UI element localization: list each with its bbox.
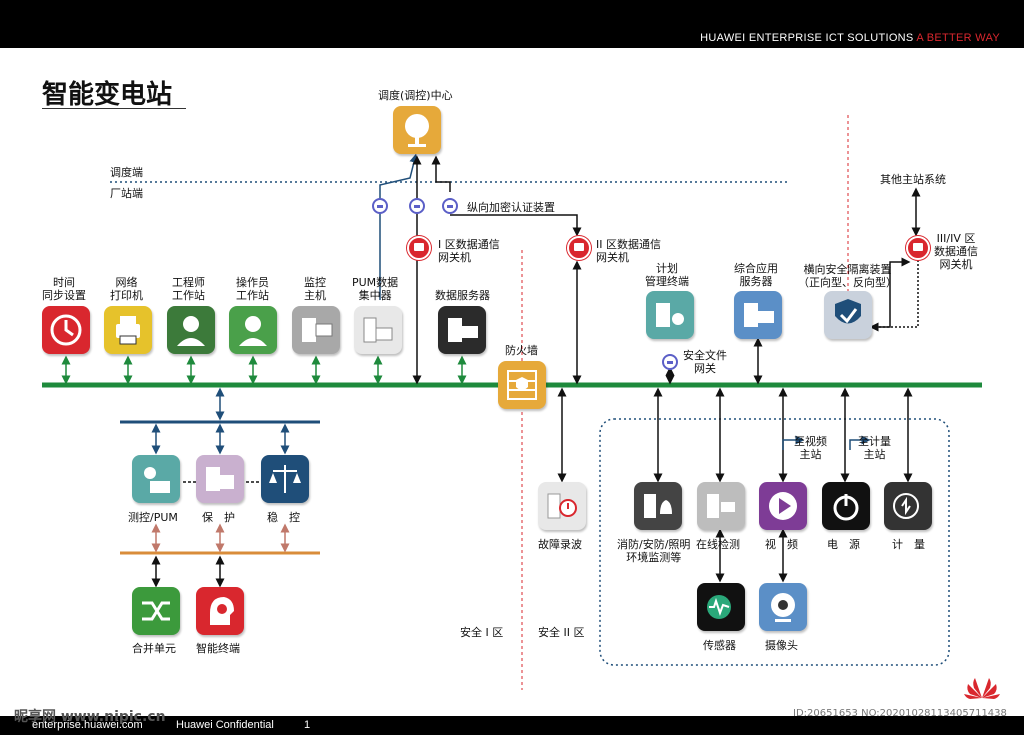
dispatch-center-label: 调度(调控)中心: [378, 89, 453, 102]
plan-terminal-label: 计划 管理终端: [645, 262, 689, 288]
footer-page: 1: [304, 719, 311, 731]
footer-site: enterprise.huawei.com: [32, 719, 143, 731]
crypto-device-icon: [372, 198, 388, 214]
meter-icon: [884, 482, 932, 530]
video-label: 视 频: [765, 538, 798, 551]
fault-record-label: 故障录波: [538, 538, 582, 551]
gateway-zone1-icon: [407, 236, 431, 260]
measure-pum-icon: [132, 455, 180, 503]
file-gateway-label: 安全文件 网关: [683, 349, 727, 375]
time-sync-label: 时间 同步设置: [42, 276, 86, 302]
zone1-label: 安全 I 区: [460, 626, 504, 639]
to-video-master-label: 至视频 主站: [794, 435, 827, 461]
merge-unit-label: 合并单元: [132, 642, 176, 655]
gateway-zone2-icon: [567, 236, 591, 260]
gateway-zone34-icon: [906, 236, 930, 260]
fault-record-icon: [538, 482, 586, 530]
alarm-bell-icon: [634, 482, 682, 530]
shield-icon: [824, 291, 872, 339]
tree-icon: [393, 106, 441, 154]
file-gateway-icon: [662, 354, 678, 370]
crypto-device-icon: [409, 198, 425, 214]
printer-icon: [104, 306, 152, 354]
pum-concentrator-icon: [354, 306, 402, 354]
power-icon: [822, 482, 870, 530]
zone2-label: 安全 II 区: [538, 626, 585, 639]
zone-plant-label: 厂站端: [110, 187, 143, 200]
sensor-label: 传感器: [703, 639, 736, 652]
brand-slogan: HUAWEI ENTERPRISE ICT SOLUTIONS A BETTER…: [700, 32, 1000, 44]
engineer-label: 工程师 工作站: [172, 276, 205, 302]
pum-concentrator-label: PUM数据 集中器: [352, 276, 399, 302]
scales-icon: [261, 455, 309, 503]
gateway-zone34-label: III/IV 区 数据通信 网关机: [934, 232, 978, 271]
operator-label: 操作员 工作站: [236, 276, 269, 302]
other-master-label: 其他主站系统: [880, 173, 946, 186]
stability-label: 稳 控: [267, 511, 300, 524]
head-gear-icon: [196, 587, 244, 635]
protection-icon: [196, 455, 244, 503]
printer-label: 网络 打印机: [110, 276, 143, 302]
gateway-zone2-label: II 区数据通信 网关机: [596, 238, 661, 264]
protection-label: 保 护: [202, 511, 235, 524]
watermark-right: ID:20651653 NO:20201028113405711438: [793, 708, 1007, 719]
footer-confidential: Huawei Confidential: [176, 719, 274, 731]
sensor-icon: [697, 583, 745, 631]
footer-bar: enterprise.huawei.com Huawei Confidentia…: [0, 716, 1024, 735]
app-server-label: 综合应用 服务器: [734, 262, 778, 288]
data-server-icon: [438, 306, 486, 354]
isolation-label: 横向安全隔离装置 （正向型、反向型）: [798, 263, 897, 289]
vertical-crypto-label: 纵向加密认证装置: [467, 201, 555, 214]
play-icon: [759, 482, 807, 530]
plan-terminal-icon: [646, 291, 694, 339]
measure-pum-label: 测控/PUM: [128, 511, 178, 524]
smart-terminal-label: 智能终端: [196, 642, 240, 655]
online-detect-icon: [697, 482, 745, 530]
monitor-host-label: 监控 主机: [304, 276, 326, 302]
app-server-icon: [734, 291, 782, 339]
header-bar: HUAWEI ENTERPRISE ICT SOLUTIONS A BETTER…: [0, 0, 1024, 48]
power-label: 电 源: [827, 538, 860, 551]
fire-env-label: 消防/安防/照明 环境监测等: [617, 538, 691, 564]
title-underline: [42, 108, 186, 109]
clock-icon: [42, 306, 90, 354]
camera-label: 摄像头: [765, 639, 798, 652]
crypto-device-icon: [442, 198, 458, 214]
watermark-left: 昵享网 www.nipic.cn: [14, 709, 166, 725]
zone-dispatch-label: 调度端: [110, 166, 143, 179]
firewall-label: 防火墙: [505, 344, 538, 357]
gateway-zone1-label: I 区数据通信 网关机: [438, 238, 500, 264]
data-server-label: 数据服务器: [435, 289, 490, 302]
huawei-logo: [964, 678, 1000, 699]
page-title: 智能变电站: [42, 80, 173, 110]
shuffle-icon: [132, 587, 180, 635]
monitor-server-icon: [292, 306, 340, 354]
camera-icon: [759, 583, 807, 631]
online-detect-label: 在线检测: [696, 538, 740, 551]
metering-label: 计 量: [892, 538, 925, 551]
firewall-icon: [498, 361, 546, 409]
operator-icon: [229, 306, 277, 354]
engineer-icon: [167, 306, 215, 354]
to-meter-master-label: 至计量 主站: [858, 435, 891, 461]
